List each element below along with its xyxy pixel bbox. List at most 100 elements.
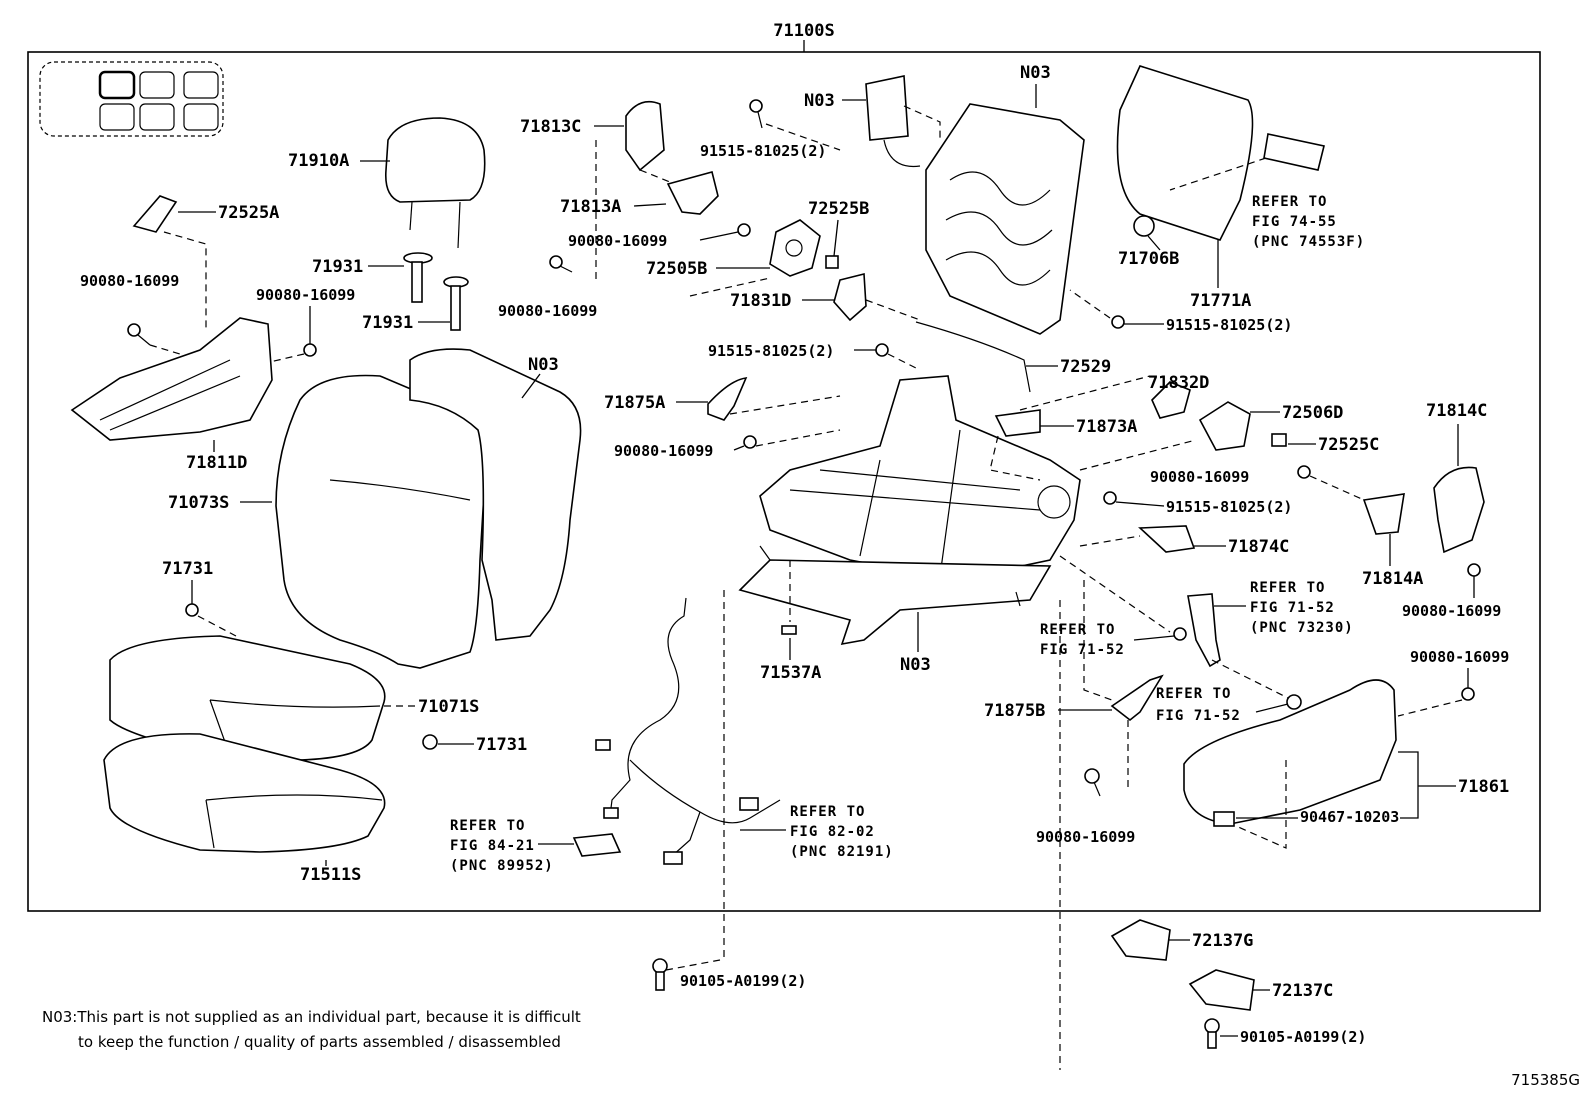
figure-code: 715385G [1511, 1071, 1580, 1089]
label-90080-c: 90080-16099 [568, 232, 667, 250]
seatback-cover [275, 374, 487, 669]
clip-71706B [1133, 215, 1155, 237]
reference-6: REFER TO FIG 82-02 (PNC 82191) [790, 804, 894, 860]
screw-91515-b [875, 343, 889, 357]
svg-text:REFER TO: REFER TO [1040, 622, 1115, 638]
label-91515-c: 91515-81025(2) [1166, 316, 1292, 334]
label-91515-a: 91515-81025(2) [700, 142, 826, 160]
label-71073S: 71073S [168, 493, 229, 513]
cover-71873A [994, 409, 1041, 437]
label-90105-a: 90105-A0199(2) [680, 972, 806, 990]
headrest-guide-lower [443, 276, 469, 331]
clip-71731-a [185, 603, 199, 617]
label-71910A: 71910A [288, 151, 349, 171]
screw-91515-d [1103, 491, 1117, 505]
svg-text:REFER TO: REFER TO [790, 804, 865, 820]
reference-2: REFER TO FIG 71-52 (PNC 73230) [1250, 580, 1354, 636]
label-90080-f: 90080-16099 [1150, 468, 1249, 486]
label-71861: 71861 [1458, 777, 1509, 797]
release-cable-72529 [915, 321, 1031, 393]
headrest-guide-upper [403, 252, 433, 303]
seatback-board [1116, 65, 1254, 241]
cover-71874C [1138, 525, 1196, 553]
screw-90080-h [1084, 768, 1101, 797]
svg-text:FIG 71-52: FIG 71-52 [1250, 600, 1335, 616]
seat-locator-icon [39, 61, 224, 137]
label-90105-b: 90105-A0199(2) [1240, 1028, 1366, 1046]
side-cover-71861 [1183, 679, 1397, 825]
cover-71875B [1110, 674, 1164, 722]
clip-71731-b [422, 734, 438, 750]
tag-plate [1263, 133, 1325, 171]
label-71706B: 71706B [1118, 249, 1179, 269]
label-71814C: 71814C [1426, 401, 1487, 421]
cover-71813C [625, 100, 665, 172]
recliner-72505B [769, 219, 821, 277]
label-72525B: 72525B [808, 199, 869, 219]
nut-b [1286, 694, 1302, 710]
cover-72137G [1110, 919, 1171, 961]
cap-71537A [781, 625, 797, 635]
label-71832D: 71832D [1148, 373, 1209, 393]
svg-text:(PNC 73230): (PNC 73230) [1250, 620, 1354, 636]
knob-72525B [825, 255, 839, 269]
label-72506D: 72506D [1282, 403, 1343, 423]
svg-text:FIG 71-52: FIG 71-52 [1040, 642, 1125, 658]
label-90080-g: 90080-16099 [1402, 602, 1501, 620]
svg-text:FIG 82-02: FIG 82-02 [790, 824, 875, 840]
cover-71831D [833, 272, 867, 322]
label-90080-e: 90080-16099 [614, 442, 713, 460]
label-90080-h: 90080-16099 [1036, 828, 1135, 846]
svg-text:(PNC 74553F): (PNC 74553F) [1252, 234, 1365, 250]
svg-text:REFER TO: REFER TO [1252, 194, 1327, 210]
label-N03-rail: N03 [900, 655, 931, 675]
svg-text:(PNC 89952): (PNC 89952) [450, 858, 554, 874]
label-71814A: 71814A [1362, 569, 1423, 589]
label-71931-b: 71931 [362, 313, 413, 333]
label-90080-b: 90080-16099 [256, 286, 355, 304]
label-91515-d: 91515-81025(2) [1166, 498, 1292, 516]
cover-71814C [1433, 466, 1485, 554]
label-71873A: 71873A [1076, 417, 1137, 437]
reference-1: REFER TO FIG 74-55 (PNC 74553F) [1252, 194, 1365, 250]
cover-71832D [1151, 381, 1191, 419]
label-71875B: 71875B [984, 701, 1045, 721]
screw-91515-a [749, 99, 763, 129]
assembly-label: 71100S [773, 21, 834, 41]
label-71071S: 71071S [418, 697, 479, 717]
screw-90080-f [1297, 465, 1311, 479]
label-71813A: 71813A [560, 197, 621, 217]
svg-text:REFER TO: REFER TO [450, 818, 525, 834]
svg-text:FIG 71-52: FIG 71-52 [1156, 708, 1241, 724]
label-90467: 90467-10203 [1300, 808, 1399, 826]
reference-5: REFER TO FIG 84-21 (PNC 89952) [450, 818, 554, 874]
screw-90080-g [1467, 563, 1481, 577]
side-shield-71811D [70, 317, 273, 441]
label-72137C: 72137C [1272, 981, 1333, 1001]
headrest [384, 117, 486, 249]
screw-90080-d [549, 255, 573, 273]
label-90080-a: 90080-16099 [80, 272, 179, 290]
cover-71814A [1362, 493, 1405, 535]
svg-text:FIG 74-55: FIG 74-55 [1252, 214, 1337, 230]
seat-wire-harness [572, 597, 781, 865]
label-71875A: 71875A [604, 393, 665, 413]
label-71511S: 71511S [300, 865, 361, 885]
screw-90080-b [303, 306, 317, 357]
footnote-line-2: to keep the function / quality of parts … [78, 1033, 561, 1051]
label-71813C: 71813C [520, 117, 581, 137]
assembly-frame [27, 51, 1541, 912]
label-91515-b: 91515-81025(2) [708, 342, 834, 360]
screw-90080-a [127, 323, 151, 346]
screw-90080-i [1461, 687, 1475, 701]
label-71537A: 71537A [760, 663, 821, 683]
nut-a [1173, 627, 1187, 641]
label-71874C: 71874C [1228, 537, 1289, 557]
bolt-90105-a [652, 958, 668, 991]
svg-text:(PNC 82191): (PNC 82191) [790, 844, 894, 860]
reference-3: REFER TO FIG 71-52 [1040, 622, 1125, 658]
screw-91515-c [1111, 315, 1125, 329]
screw-90080-e [743, 435, 757, 449]
